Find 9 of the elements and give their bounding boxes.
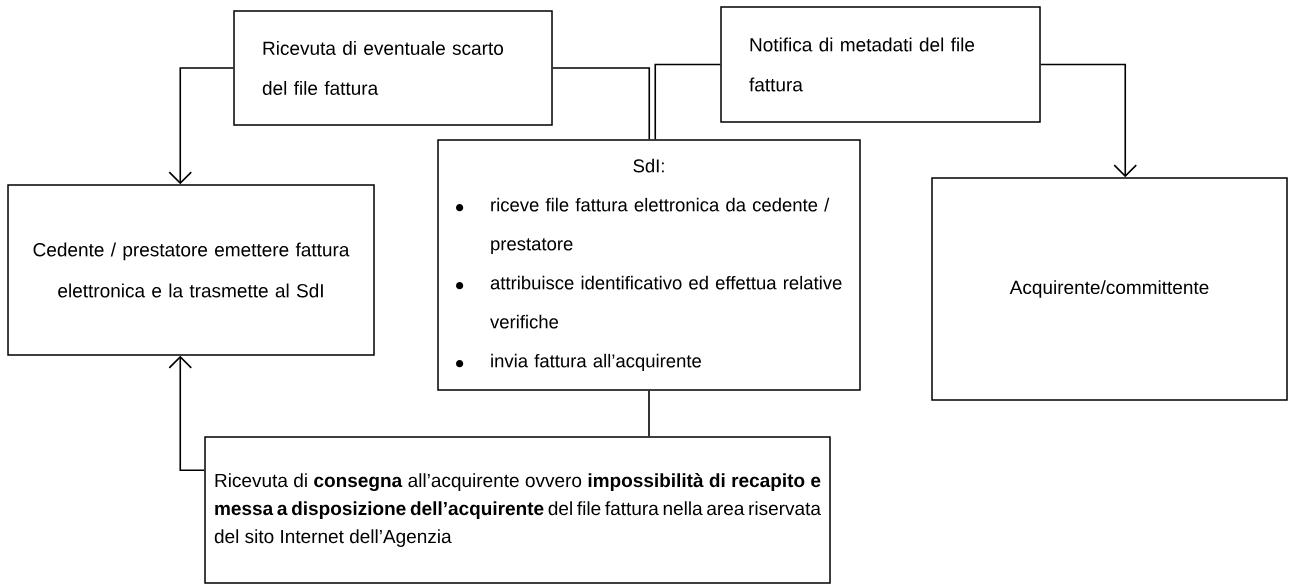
process-box: Ricevuta di consegna all’acquirente ovvero impossibilità di recapito e messa a disposizione dell’acquirente del file fattura nella area riservata del sito Internet dell’Agenzia	[204, 436, 831, 584]
process-box: Notifica di metadati del file fattura	[720, 6, 1041, 123]
arrow	[1039, 63, 1138, 178]
process-box: SdI: riceve file fattura elettronica da cedente / prestatore attribuisce identificativo ed effettua relative verifiche invia fattura all’acquirente	[437, 139, 861, 391]
process-box: Cedente / prestatore emettere fattura elettronica e la trasmette al SdI	[7, 184, 375, 356]
arrow	[168, 355, 206, 472]
process-box: Acquirente/committente	[931, 177, 1288, 401]
process-box: Ricevuta di eventuale scarto del file fattura	[233, 10, 553, 126]
arrow	[168, 67, 235, 185]
